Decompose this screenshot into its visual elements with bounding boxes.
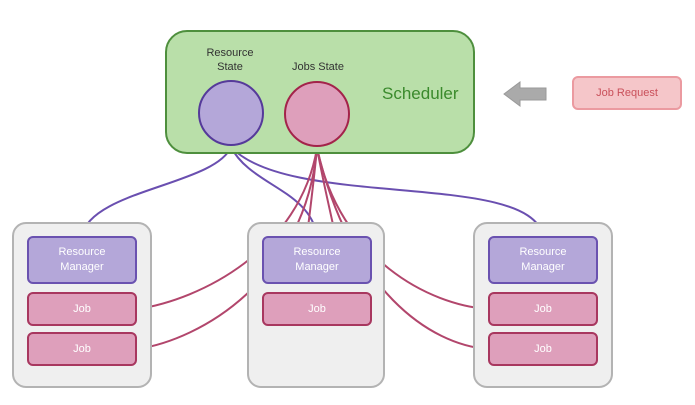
job-label: Job bbox=[73, 303, 91, 315]
job-request-box: Job Request bbox=[572, 76, 682, 110]
job-label: Job bbox=[308, 303, 326, 315]
resource-manager-label: Resource Manager bbox=[58, 246, 106, 273]
jobs-state-label: Jobs State bbox=[292, 61, 344, 73]
job-link-node-1b bbox=[136, 147, 318, 350]
job-node-3b: Job bbox=[488, 332, 598, 366]
job-node-1a: Job bbox=[27, 292, 137, 326]
resource-manager-label: Resource Manager bbox=[519, 246, 567, 273]
job-label: Job bbox=[73, 343, 91, 355]
resource-manager-2: Resource Manager bbox=[262, 236, 372, 284]
job-request-label: Job Request bbox=[596, 87, 658, 99]
job-link-node-1a bbox=[136, 147, 318, 310]
job-node-1b: Job bbox=[27, 332, 137, 366]
job-link-node-3b bbox=[316, 147, 489, 350]
job-label: Job bbox=[534, 343, 552, 355]
resource-link-node-2 bbox=[230, 146, 318, 237]
job-label: Job bbox=[534, 303, 552, 315]
job-node-3a: Job bbox=[488, 292, 598, 326]
job-node-2a: Job bbox=[262, 292, 372, 326]
resource-manager-label: Resource Manager bbox=[293, 246, 341, 273]
resource-manager-3: Resource Manager bbox=[488, 236, 598, 284]
jobs-state-circle bbox=[284, 81, 350, 147]
resource-link-node-3 bbox=[230, 146, 544, 237]
resource-state-circle bbox=[198, 80, 264, 146]
scheduler-label: Scheduler bbox=[382, 84, 459, 103]
resource-state-label: Resource State bbox=[206, 47, 254, 73]
arrow-left-icon bbox=[503, 81, 547, 107]
resource-manager-1: Resource Manager bbox=[27, 236, 137, 284]
resource-link-node-1 bbox=[81, 146, 232, 237]
